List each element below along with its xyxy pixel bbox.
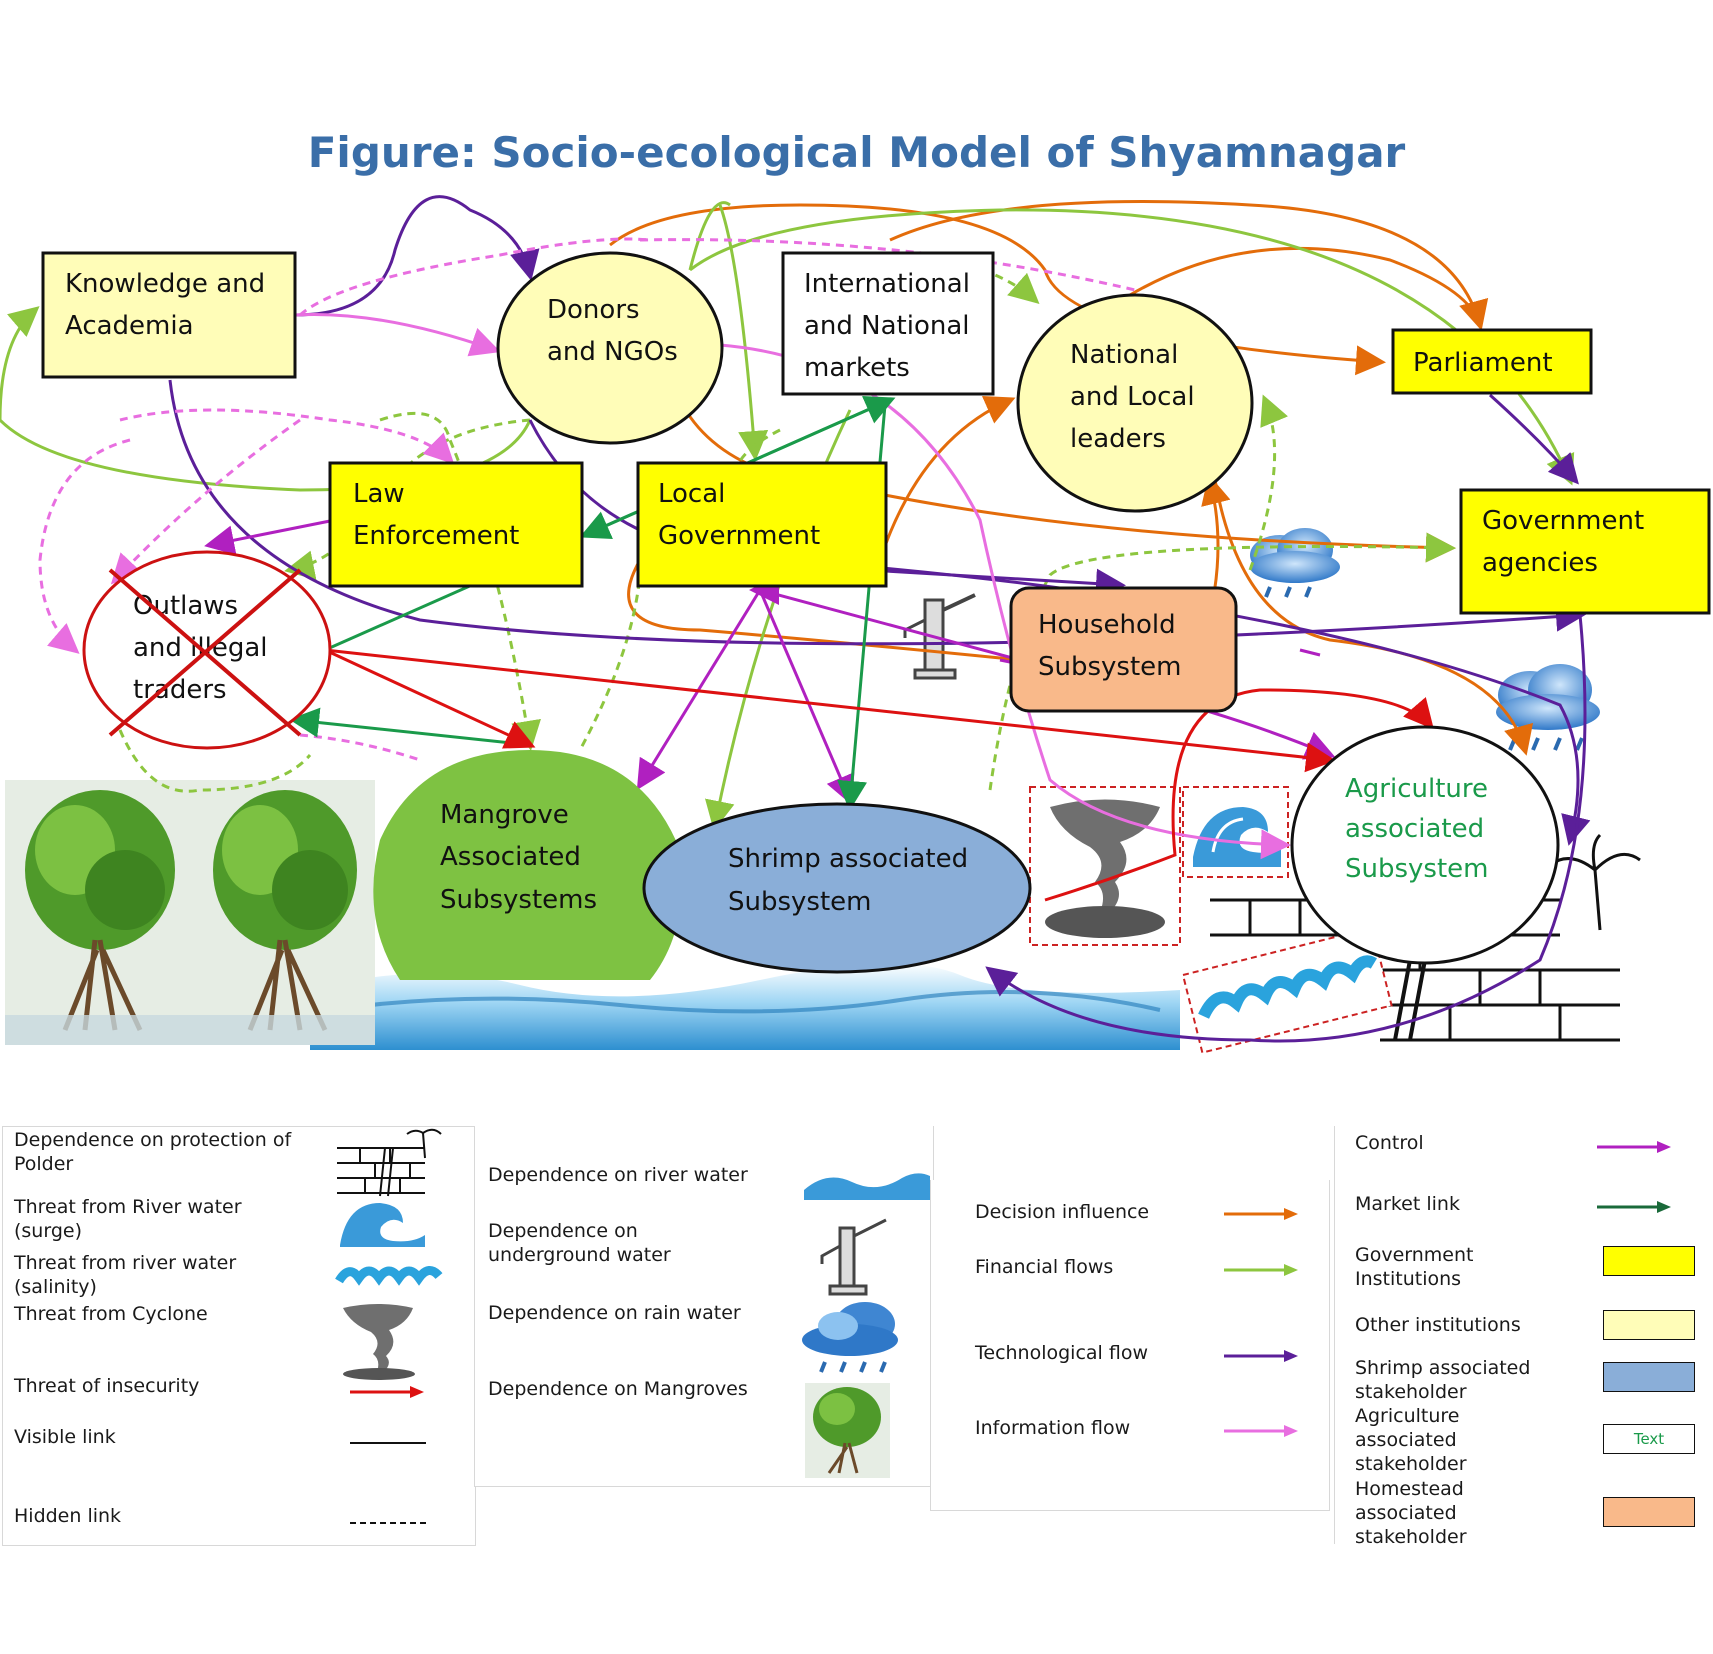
svg-text:associated: associated <box>1345 814 1484 844</box>
legend-gov-inst-label: Government Institutions <box>1355 1244 1474 1290</box>
node-markets: International and National markets <box>781 251 995 396</box>
svg-text:Academia: Academia <box>65 311 194 341</box>
svg-text:Subsystems: Subsystems <box>440 885 597 915</box>
page-title: Figure: Socio-ecological Model of Shyamn… <box>307 128 1406 177</box>
legend-cyclone-label: Threat from Cyclone <box>14 1303 208 1325</box>
other-inst-swatch <box>1603 1310 1695 1340</box>
svg-text:Donors: Donors <box>547 295 640 325</box>
legend-agri-label: Agriculture associated stakeholder <box>1355 1405 1467 1475</box>
agri-swatch: Text <box>1603 1424 1695 1454</box>
insecurity-arrow <box>350 1386 424 1398</box>
svg-text:Shrimp associated: Shrimp associated <box>728 844 968 874</box>
legend-market-label: Market link <box>1355 1193 1460 1215</box>
svg-text:Government: Government <box>658 521 820 551</box>
legend-technological-label: Technological flow <box>975 1342 1149 1364</box>
hidden-link-line <box>350 1522 426 1524</box>
cyclone-icon <box>343 1304 415 1380</box>
surge-wave-icon <box>340 1203 425 1247</box>
legend-control-label: Control <box>1355 1132 1424 1154</box>
legend-financial-label: Financial flows <box>975 1256 1114 1278</box>
svg-text:Government: Government <box>1482 506 1644 536</box>
river-water-strip <box>310 963 1180 1050</box>
surge-wave-icon <box>1182 786 1289 878</box>
river-water-icon <box>804 1173 930 1200</box>
svg-text:and National: and National <box>804 311 970 341</box>
svg-text:Subsystem: Subsystem <box>1345 854 1488 884</box>
node-government-agencies: Government agencies <box>1459 488 1711 615</box>
legend-flows <box>930 1180 1330 1511</box>
market-link-arrow <box>1597 1201 1671 1213</box>
mangrove-icon <box>805 1383 890 1478</box>
cyclone-icon <box>1029 786 1181 946</box>
svg-text:Local: Local <box>658 479 725 509</box>
legend-visible-label: Visible link <box>14 1426 116 1448</box>
shrimp-swatch <box>1603 1362 1695 1392</box>
svg-text:and NGOs: and NGOs <box>547 337 678 367</box>
polder-icon <box>337 1128 442 1197</box>
legend-shrimp-label: Shrimp associated stakeholder <box>1355 1357 1531 1403</box>
legend-insecurity-label: Threat of insecurity <box>14 1375 200 1397</box>
node-knowledge-academia: Knowledge and Academia <box>41 251 297 379</box>
edges-threat-insecurity <box>324 648 1434 902</box>
svg-text:and Local: and Local <box>1070 382 1195 412</box>
svg-text:Enforcement: Enforcement <box>353 521 519 551</box>
svg-text:Household: Household <box>1038 610 1176 640</box>
legend-hidden-label: Hidden link <box>14 1505 122 1527</box>
svg-text:Associated: Associated <box>440 842 581 872</box>
node-agriculture-subsystem: Agriculture associated Subsystem <box>1290 725 1560 965</box>
legend-other-inst-label: Other institutions <box>1355 1314 1521 1336</box>
svg-text:leaders: leaders <box>1070 424 1166 454</box>
node-outlaws-illegal-traders: Outlaws and illegal traders <box>82 550 332 750</box>
legend-homestead-label: Homestead associated stakeholder <box>1355 1478 1467 1548</box>
svg-text:Agriculture: Agriculture <box>1345 774 1488 804</box>
gov-inst-swatch <box>1603 1246 1695 1276</box>
rain-cloud-icon <box>1250 528 1340 598</box>
legend-surge-label: Threat from River water (surge) <box>14 1196 242 1242</box>
legend-salinity-label: Threat from river water (salinity) <box>14 1252 237 1298</box>
legend-underground-label: Dependence on underground water <box>488 1220 671 1266</box>
financial-flow-arrow <box>1224 1264 1298 1276</box>
mangrove-image-right <box>195 780 375 1045</box>
legend-decision-label: Decision influence <box>975 1201 1150 1223</box>
cross-mark <box>108 568 302 737</box>
hand-pump-icon <box>820 1218 887 1296</box>
salinity-wave-icon <box>335 1266 443 1286</box>
control-arrow <box>1597 1141 1671 1153</box>
svg-text:Subsystem: Subsystem <box>728 887 871 917</box>
svg-text:Subsystem: Subsystem <box>1038 652 1181 682</box>
node-donors-ngos: Donors and NGOs <box>496 251 724 445</box>
mangrove-image-left <box>5 780 195 1045</box>
hand-pump-icon <box>903 593 976 680</box>
node-national-local-leaders: National and Local leaders <box>1016 293 1254 513</box>
node-household-subsystem: Household Subsystem <box>1009 586 1238 713</box>
decision-influence-arrow <box>1224 1208 1298 1220</box>
legend-information-label: Information flow <box>975 1417 1131 1439</box>
svg-text:markets: markets <box>804 353 910 383</box>
legend-mangroves-label: Dependence on Mangroves <box>488 1378 748 1400</box>
legend-river-label: Dependence on river water <box>488 1164 748 1186</box>
svg-text:Law: Law <box>353 479 405 509</box>
diagram-canvas: Knowledge and Academia Donors and NGOs I… <box>0 195 1711 1054</box>
node-local-government: Local Government <box>636 461 888 588</box>
svg-text:Knowledge and: Knowledge and <box>65 269 265 299</box>
legend-rain-label: Dependence on rain water <box>488 1302 741 1324</box>
svg-text:Mangrove: Mangrove <box>440 800 569 830</box>
salinity-wave-icon <box>1181 926 1393 1054</box>
svg-text:International: International <box>804 269 970 299</box>
node-parliament: Parliament <box>1391 328 1593 395</box>
svg-text:National: National <box>1070 340 1178 370</box>
legend-hazards <box>2 1126 476 1546</box>
rain-cloud-icon <box>802 1302 898 1373</box>
technological-flow-arrow <box>1224 1350 1298 1362</box>
svg-text:Parliament: Parliament <box>1413 348 1553 378</box>
svg-text:agencies: agencies <box>1482 548 1598 578</box>
node-shrimp-subsystem: Shrimp associated Subsystem <box>642 802 1032 974</box>
visible-link-line <box>350 1442 426 1444</box>
node-mangrove-subsystems: Mangrove Associated Subsystems <box>373 750 682 980</box>
legend-polder-label: Dependence on protection of Polder <box>14 1129 292 1175</box>
node-law-enforcement: Law Enforcement <box>328 461 584 588</box>
homestead-swatch <box>1603 1497 1695 1527</box>
information-flow-arrow <box>1224 1425 1298 1437</box>
